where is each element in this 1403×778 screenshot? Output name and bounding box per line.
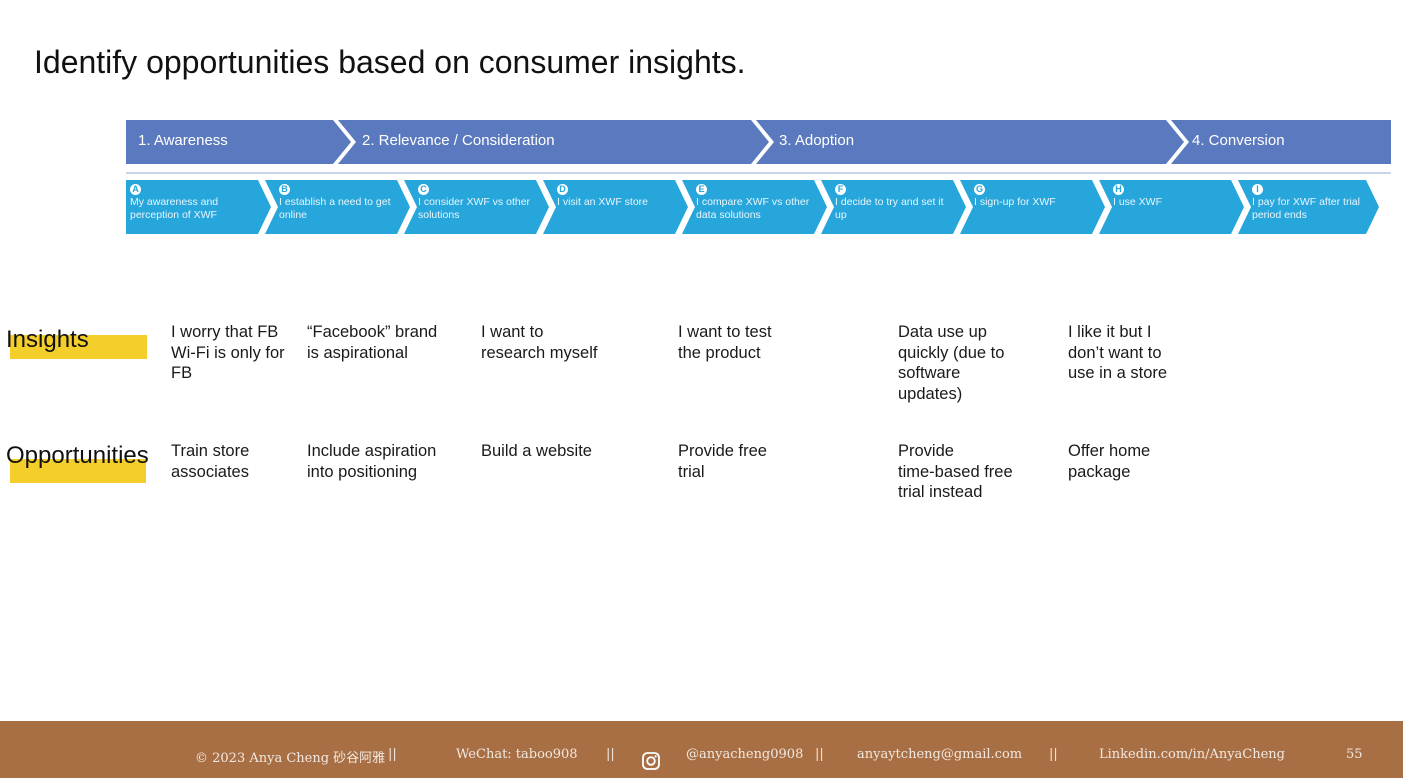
opportunity-cell: Build a website — [481, 442, 592, 460]
footer-instagram: @anyacheng0908 — [686, 747, 804, 762]
step-chevron-e — [682, 180, 827, 234]
insights-highlight — [10, 335, 147, 359]
step-text-f: I decide to try and set it up — [835, 196, 944, 221]
step-letter-e: E — [696, 184, 707, 195]
step-letter-d: D — [557, 184, 568, 195]
step-text-e: I compare XWF vs other data solutions — [696, 196, 810, 221]
opportunities-highlight — [10, 459, 146, 483]
footer-email: anyaytcheng@gmail.com — [857, 747, 1023, 762]
step-chevron-d — [543, 180, 688, 234]
slide-title: Identify opportunities based on consumer… — [34, 44, 746, 80]
step-chevron-a — [126, 180, 271, 234]
page-number: 55 — [1346, 747, 1363, 762]
step-letter-g: G — [974, 184, 985, 195]
step-chevron-b — [265, 180, 410, 234]
opportunities-label: Opportunities — [6, 442, 149, 469]
step-text-b: I establish a need to get online — [279, 196, 391, 221]
step-letter-a: A — [130, 184, 141, 195]
journey-stages: 1. Awareness 2. Relevance / Consideratio… — [126, 120, 1391, 164]
step-chevron-h — [1099, 180, 1244, 234]
instagram-icon — [642, 752, 660, 770]
stage-arrow-awareness — [126, 120, 351, 164]
stage-label-conversion: 4. Conversion — [1192, 132, 1285, 149]
stage-label-awareness: 1. Awareness — [138, 132, 228, 149]
stage-arrows — [126, 120, 1391, 164]
step-chevron-c — [404, 180, 549, 234]
step-text-c: I consider XWF vs other solutions — [418, 196, 531, 221]
stage-arrow-conversion — [1171, 120, 1391, 164]
step-letter-i: I — [1252, 184, 1263, 195]
step-text-d: I visit an XWF store — [557, 196, 649, 208]
footer-separator: || — [606, 747, 615, 762]
divider-line — [126, 172, 1391, 174]
step-chevron-f — [821, 180, 966, 234]
step-chevron-i — [1238, 180, 1379, 234]
step-text-a: My awareness and perception of XWF — [130, 196, 219, 221]
footer-separator: || — [815, 747, 824, 762]
footer-bar: © 2023 Anya Cheng 砂谷阿雅 || WeChat: taboo9… — [0, 721, 1403, 778]
step-letter-h: H — [1113, 184, 1124, 195]
footer-linkedin: Linkedin.com/in/AnyaCheng — [1099, 747, 1286, 762]
step-text-i: I pay for XWF after trial period ends — [1252, 196, 1360, 221]
step-text-h: I use XWF — [1113, 196, 1163, 208]
stage-arrow-adoption — [756, 120, 1184, 164]
stage-arrow-relevance — [338, 120, 769, 164]
footer-wechat: WeChat: taboo908 — [456, 747, 578, 762]
footer-separator: || — [388, 747, 397, 762]
stage-label-relevance: 2. Relevance / Consideration — [362, 132, 555, 149]
step-chevrons — [126, 180, 1379, 234]
step-chevron-g — [960, 180, 1105, 234]
footer-separator: || — [1049, 747, 1058, 762]
step-text-g: I sign-up for XWF — [974, 196, 1056, 208]
step-letter-b: B — [279, 184, 290, 195]
step-letter-c: C — [418, 184, 429, 195]
insights-label: Insights — [6, 326, 89, 353]
step-letter-f: F — [835, 184, 846, 195]
footer-copyright: © 2023 Anya Cheng 砂谷阿雅 — [195, 751, 386, 766]
stage-label-adoption: 3. Adoption — [779, 132, 855, 149]
